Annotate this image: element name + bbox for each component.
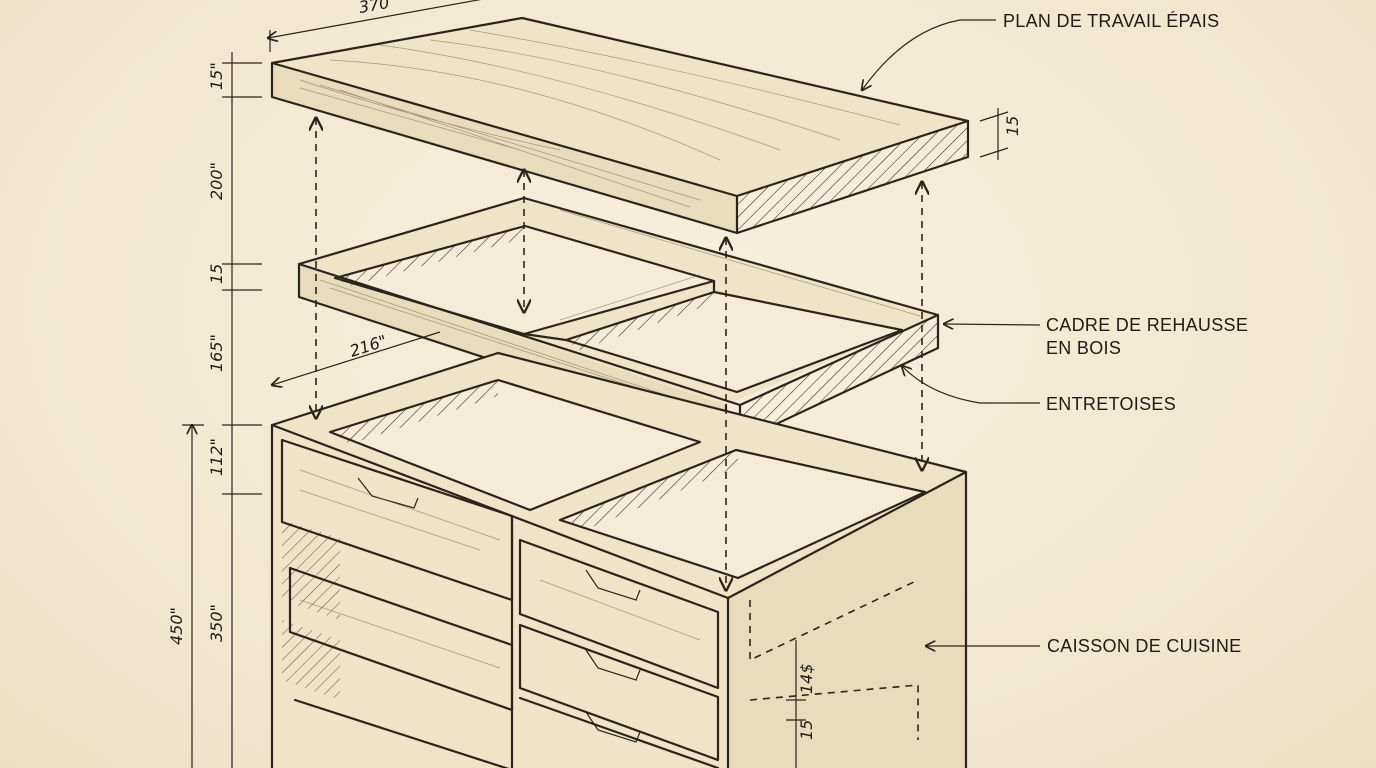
label-worktop: PLAN DE TRAVAIL ÉPAIS: [1003, 11, 1219, 31]
dim-top-width: 370: [357, 0, 390, 17]
callout-leaders: [862, 19, 1041, 646]
dim-worktop-thickness: 15": [207, 62, 226, 90]
dim-overall-height: 450": [167, 607, 186, 645]
dimension-lines: [182, 0, 1009, 768]
dim-drawer-spacing: 15: [797, 720, 816, 740]
dim-worktop-gap: 200": [207, 162, 226, 200]
dim-top-drawer: 112": [207, 438, 226, 476]
dim-frame-thickness: 15: [207, 264, 226, 284]
worktop: [270, 16, 970, 235]
assembly-guide-lines: [316, 118, 922, 590]
label-cabinet: CAISSON DE CUISINE: [1047, 636, 1241, 656]
dim-worktop-edge: 15: [1003, 116, 1022, 136]
label-spacers: ENTRETOISES: [1046, 394, 1176, 414]
label-raising-frame: CADRE DE REHAUSSE: [1046, 315, 1248, 335]
dim-drawer-height: 14$: [797, 663, 816, 694]
dim-frame-width: 216": [347, 331, 389, 361]
kitchen-cabinet: [270, 351, 968, 768]
label-raising-frame-material: EN BOIS: [1046, 338, 1121, 358]
dim-cabinet-body: 350": [207, 604, 226, 642]
dim-frame-gap: 165": [207, 334, 226, 372]
raising-frame: [297, 196, 940, 443]
